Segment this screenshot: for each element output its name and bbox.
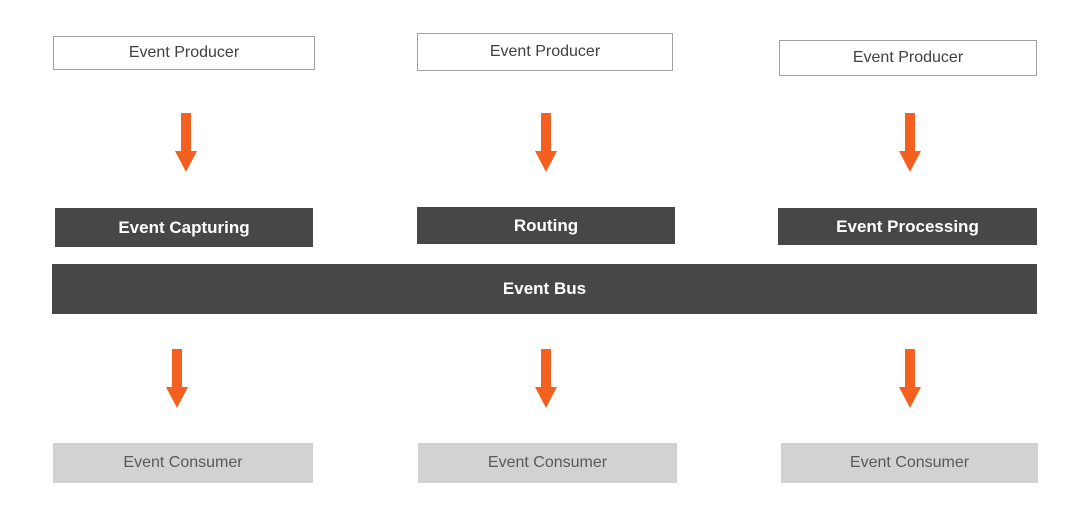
event-capturing-label: Event Capturing <box>118 217 250 237</box>
event-producer-label-1: Event Producer <box>128 44 240 61</box>
event-producer-label-3: Event Producer <box>852 49 964 66</box>
routing-label: Routing <box>513 215 579 235</box>
event-consumer-label-1: Event Consumer <box>123 454 243 471</box>
down-arrow-icon <box>535 113 557 172</box>
event-consumer-box-3: Event Consumer <box>781 443 1038 483</box>
event-bus-label: Event Bus <box>502 279 587 298</box>
event-producer-label-2: Event Producer <box>489 43 601 60</box>
event-processing-box: Event Processing <box>778 208 1037 245</box>
down-arrow-icon <box>899 349 921 408</box>
event-producer-box-1: Event Producer <box>53 36 315 70</box>
down-arrow-icon <box>899 113 921 172</box>
down-arrow-icon <box>166 349 188 408</box>
event-producer-box-2: Event Producer <box>417 33 673 71</box>
routing-box: Routing <box>417 207 675 244</box>
event-capturing-box: Event Capturing <box>55 208 313 247</box>
event-consumer-label-3: Event Consumer <box>849 454 970 471</box>
down-arrow-icon <box>535 349 557 408</box>
event-bus-bar: Event Bus <box>52 264 1037 314</box>
event-processing-label: Event Processing <box>836 216 979 236</box>
event-consumer-box-1: Event Consumer <box>53 443 313 483</box>
event-consumer-box-2: Event Consumer <box>418 443 677 483</box>
down-arrow-icon <box>175 113 197 172</box>
event-consumer-label-2: Event Consumer <box>487 454 608 471</box>
event-producer-box-3: Event Producer <box>779 40 1037 76</box>
